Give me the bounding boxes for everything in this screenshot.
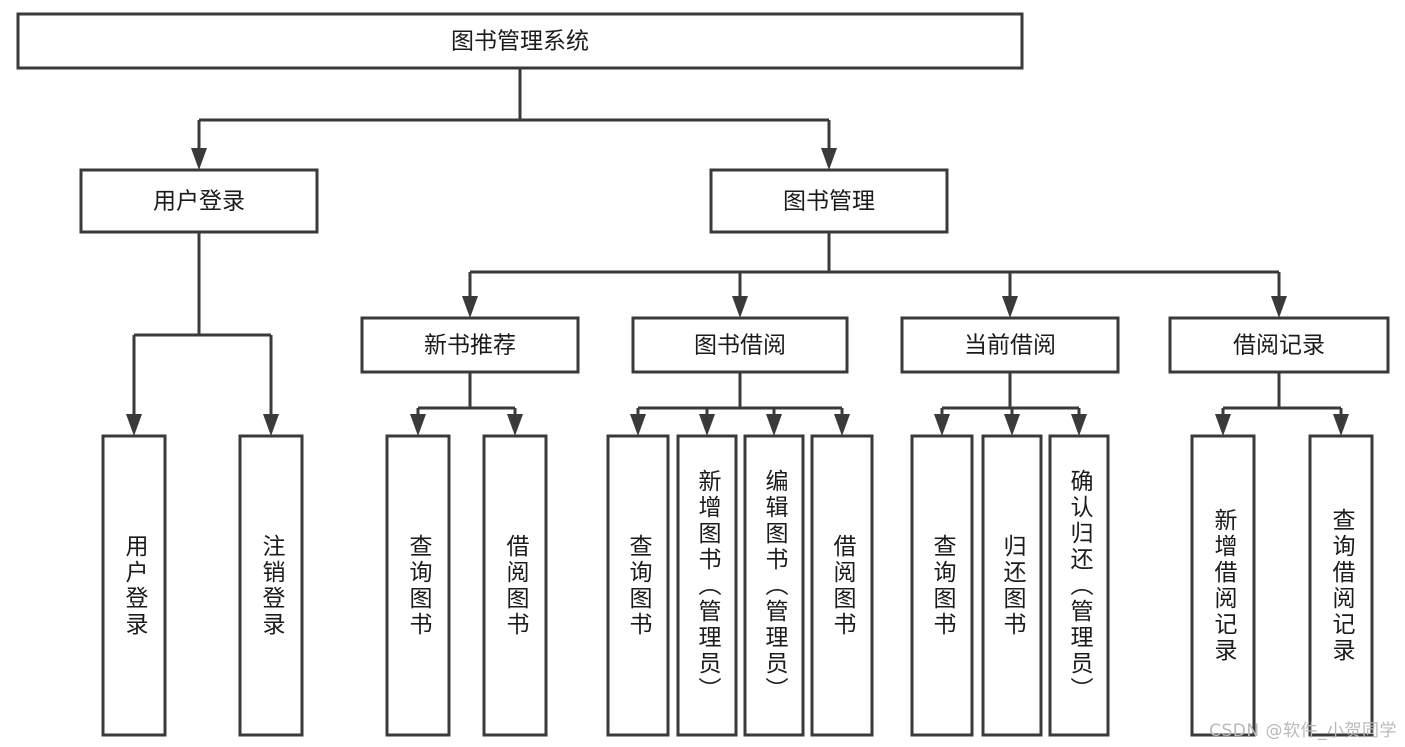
node-leaf-add-borrow-record[interactable]	[1190, 434, 1256, 737]
node-root-label: 图书管理系统	[451, 29, 589, 55]
node-user-login[interactable]	[79, 168, 319, 234]
arrow-head-icon	[191, 148, 207, 170]
node-leaf-query-book-rec[interactable]	[385, 434, 451, 737]
node-book-manage-label: 图书管理	[783, 189, 875, 215]
arrow-head-icon	[834, 414, 850, 436]
arrow-head-icon	[1071, 414, 1087, 436]
arrow-head-icon	[410, 414, 426, 436]
arrow-head-icon	[821, 148, 837, 170]
node-leaf-confirm-return-admin[interactable]	[1048, 434, 1110, 737]
node-new-book-recommend-label: 新书推荐	[424, 333, 516, 359]
node-leaf-query-borrow-record[interactable]	[1308, 434, 1374, 737]
arrow-head-icon	[766, 414, 782, 436]
node-leaf-return-book[interactable]	[981, 434, 1043, 737]
node-book-manage[interactable]	[709, 168, 949, 234]
node-leaf-query-book-cur[interactable]	[910, 434, 974, 737]
arrow-head-icon	[1004, 414, 1020, 436]
node-leaf-add-book-admin[interactable]	[676, 434, 738, 737]
node-leaf-query-book-borrow[interactable]	[606, 434, 670, 737]
arrow-head-icon	[630, 414, 646, 436]
node-user-login-label: 用户登录	[153, 189, 245, 215]
arrow-head-icon	[126, 414, 142, 436]
node-leaf-user-login[interactable]	[101, 434, 167, 737]
arrow-head-icon	[507, 414, 523, 436]
node-leaf-borrow-book[interactable]	[810, 434, 874, 737]
watermark-text: CSDN @软件_小贺同学	[1209, 721, 1397, 741]
node-leaf-borrow-book-rec[interactable]	[482, 434, 548, 737]
node-book-borrow-label: 图书借阅	[694, 333, 786, 359]
node-current-borrow-label: 当前借阅	[964, 333, 1056, 359]
node-leaf-logout[interactable]	[238, 434, 304, 737]
node-root[interactable]	[16, 12, 1024, 70]
arrow-head-icon	[1271, 296, 1287, 318]
arrow-head-icon	[462, 296, 478, 318]
arrow-head-icon	[934, 414, 950, 436]
node-current-borrow[interactable]	[900, 316, 1120, 374]
arrow-head-icon	[263, 414, 279, 436]
arrow-head-icon	[699, 414, 715, 436]
arrow-head-icon	[1002, 296, 1018, 318]
node-borrow-record[interactable]	[1168, 316, 1390, 374]
boxes-layer	[16, 12, 1390, 737]
connectors-layer	[126, 68, 1349, 436]
arrow-head-icon	[1215, 414, 1231, 436]
arrow-head-icon	[1333, 414, 1349, 436]
arrow-head-icon	[732, 296, 748, 318]
node-leaf-edit-book-admin[interactable]	[743, 434, 805, 737]
node-borrow-record-label: 借阅记录	[1233, 333, 1325, 359]
node-new-book-recommend[interactable]	[360, 316, 580, 374]
node-book-borrow[interactable]	[631, 316, 849, 374]
